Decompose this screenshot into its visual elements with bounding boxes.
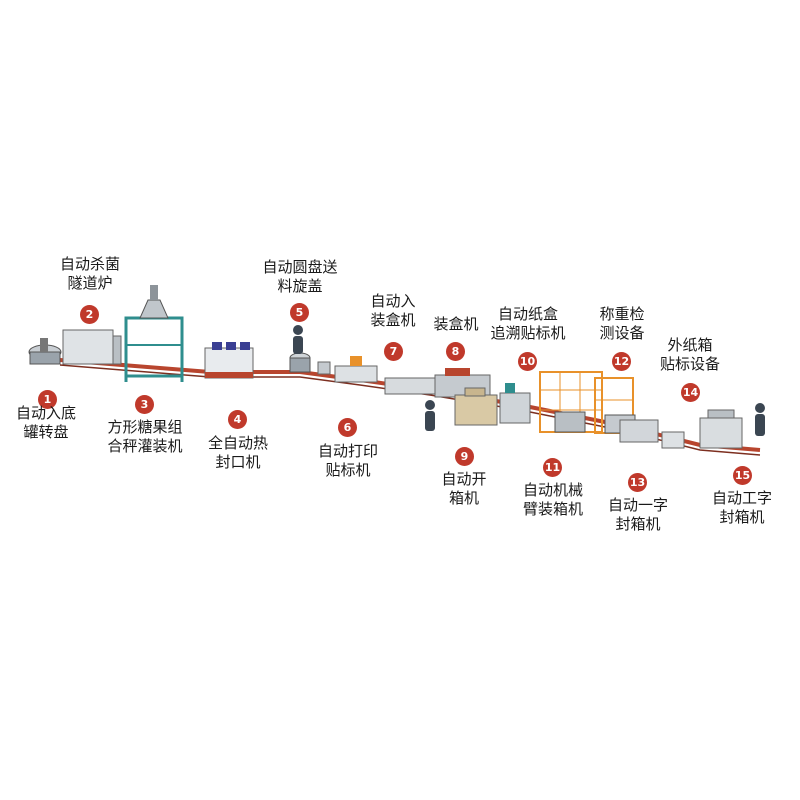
- station-number-badge: 2: [80, 305, 99, 324]
- station-number-badge: 4: [228, 410, 247, 429]
- station-label: 自动一字封箱机: [608, 496, 668, 534]
- station-label: 自动入装盒机: [371, 292, 416, 330]
- station-label-line: 自动一字: [608, 496, 669, 514]
- station-label-line: 装盒机: [370, 311, 416, 329]
- station-label: 外纸箱贴标设备: [660, 336, 720, 374]
- station-label-line: 自动机械: [523, 481, 584, 499]
- station-number-badge: 13: [628, 473, 647, 492]
- station-number-badge: 9: [455, 447, 474, 466]
- station-label-line: 追溯贴标机: [490, 324, 566, 342]
- station-label-line: 罐转盘: [23, 423, 69, 441]
- station-label-line: 自动打印: [318, 442, 379, 460]
- station-label-line: 自动纸盒: [498, 305, 559, 323]
- worker-figure-1: [293, 325, 303, 354]
- station-number-badge: 12: [612, 352, 631, 371]
- machine-h-sealer: [699, 409, 743, 449]
- station-number-badge: 11: [543, 458, 562, 477]
- station-number-badge: 1: [38, 390, 57, 409]
- station-label-line: 隧道炉: [67, 274, 113, 292]
- station-number-badge: 7: [384, 342, 403, 361]
- station-label: 称重检测设备: [600, 305, 645, 343]
- station-label-line: 自动杀菌: [60, 255, 121, 273]
- station-label-line: 自动入底: [16, 404, 77, 422]
- machine-capper: [289, 352, 331, 375]
- station-label-line: 方形糖果组: [107, 418, 183, 436]
- station-number-badge: 10: [518, 352, 537, 371]
- station-label: 自动纸盒追溯贴标机: [491, 305, 566, 343]
- station-label-line: 箱机: [449, 489, 480, 507]
- worker-figure-3: [755, 403, 765, 436]
- station-label-line: 外纸箱: [667, 336, 713, 354]
- station-number-badge: 14: [681, 383, 700, 402]
- machine-heat-sealer: [204, 342, 254, 379]
- machine-tunnel-oven: [62, 329, 122, 365]
- station-number-badge: 8: [446, 342, 465, 361]
- station-label: 自动入底罐转盘: [16, 404, 76, 442]
- station-label: 装盒机: [434, 315, 479, 334]
- station-label-line: 封箱机: [719, 508, 765, 526]
- station-label-line: 称重检: [599, 305, 645, 323]
- station-label-line: 封口机: [215, 453, 261, 471]
- station-label: 自动机械臂装箱机: [523, 481, 583, 519]
- worker-figure-2: [425, 400, 435, 431]
- station-label-line: 料旋盖: [277, 277, 323, 295]
- station-label-line: 自动开: [441, 470, 487, 488]
- station-label-line: 贴标设备: [660, 355, 721, 373]
- machine-robot-case-packer: [539, 371, 603, 433]
- machine-print-labeler: [334, 356, 378, 383]
- machine-outer-box-labeler: [661, 431, 685, 449]
- station-label: 自动打印贴标机: [318, 442, 378, 480]
- machine-combination-weigher: [124, 285, 184, 382]
- station-label: 自动工字封箱机: [712, 489, 772, 527]
- station-label-line: 臂装箱机: [523, 500, 584, 518]
- station-label: 全自动热封口机: [208, 434, 268, 472]
- station-label-line: 自动圆盘送: [262, 258, 338, 276]
- machine-turntable: [28, 338, 62, 365]
- station-label-line: 封箱机: [615, 515, 661, 533]
- station-label: 自动圆盘送料旋盖: [263, 258, 338, 296]
- machine-case-erector: [454, 387, 498, 426]
- station-label-line: 合秤灌装机: [107, 437, 183, 455]
- station-label-line: 自动入: [370, 292, 416, 310]
- station-number-badge: 6: [338, 418, 357, 437]
- station-number-badge: 5: [290, 303, 309, 322]
- machine-i-sealer: [619, 419, 659, 443]
- station-number-badge: 15: [733, 466, 752, 485]
- machine-trace-labeler: [499, 383, 531, 424]
- station-label: 方形糖果组合秤灌装机: [108, 418, 183, 456]
- station-label-line: 装盒机: [433, 315, 479, 333]
- station-label-line: 贴标机: [325, 461, 371, 479]
- station-label-line: 测设备: [599, 324, 645, 342]
- station-number-badge: 3: [135, 395, 154, 414]
- station-label-line: 全自动热: [208, 434, 269, 452]
- station-label: 自动杀菌隧道炉: [60, 255, 120, 293]
- station-label: 自动开箱机: [442, 470, 487, 508]
- station-label-line: 自动工字: [712, 489, 773, 507]
